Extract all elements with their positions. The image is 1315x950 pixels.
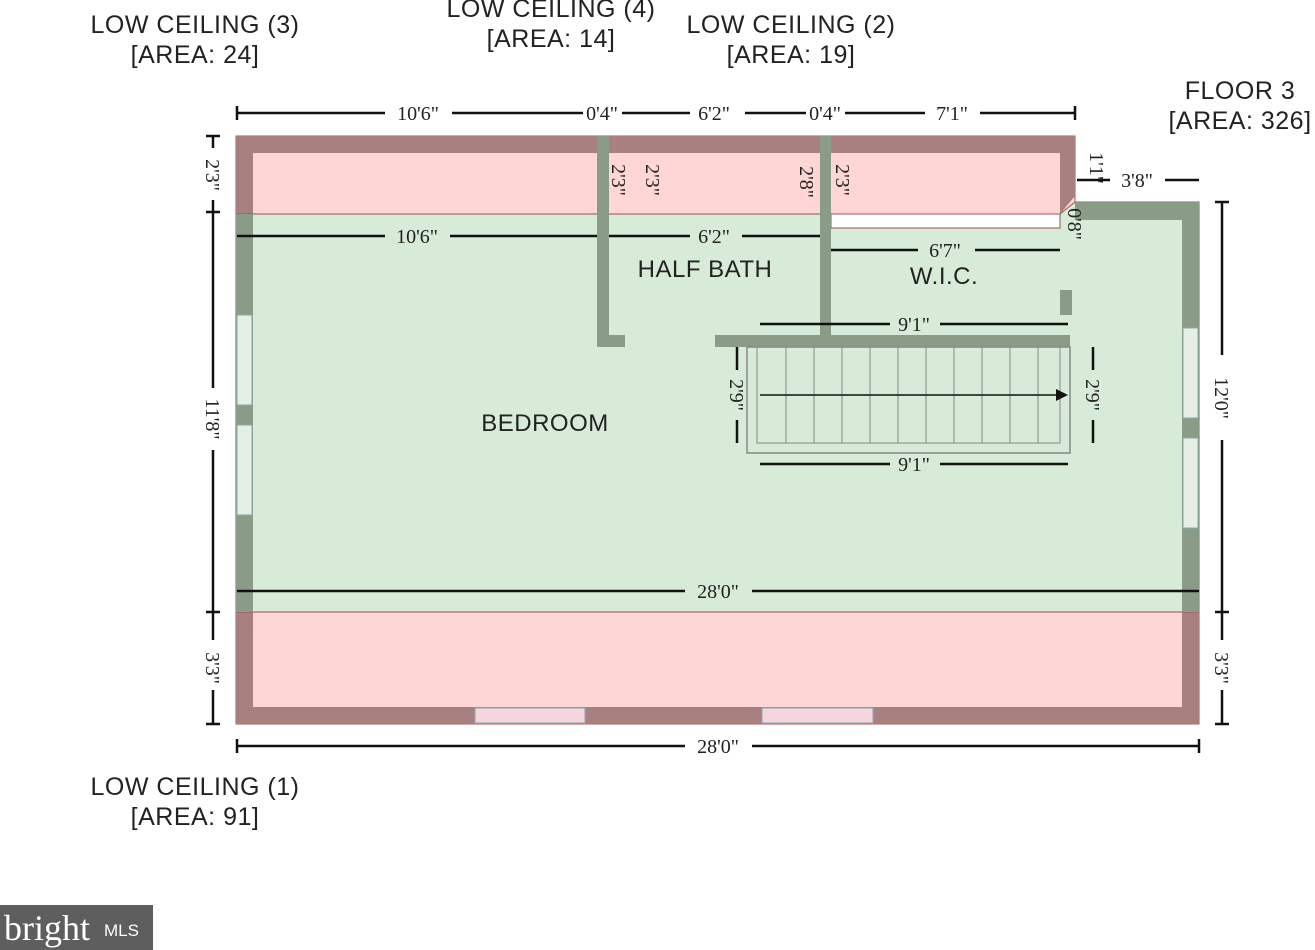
- room-wic: W.I.C.: [910, 263, 978, 290]
- dim-small-5: 3'8": [1121, 170, 1153, 192]
- low-ceiling-1-label: LOW CEILING (1) [AREA: 91]: [80, 772, 310, 832]
- windows: [236, 314, 1199, 724]
- room-bedroom: BEDROOM: [481, 410, 609, 437]
- stair-arrow-icon: [1056, 389, 1068, 401]
- dim-top-3: 6'2": [698, 103, 730, 125]
- dim-second-2: 6'2": [698, 226, 730, 248]
- dim-stairs-right: 2'9": [1081, 379, 1103, 411]
- area-title: LOW CEILING (3): [90, 11, 300, 39]
- dim-stairs-bottom: 9'1": [898, 454, 930, 476]
- window: [236, 314, 253, 406]
- low-ceiling-2-label: LOW CEILING (2) [AREA: 19]: [678, 10, 904, 70]
- dim-width-inner: 28'0": [697, 581, 739, 603]
- area-value: [AREA: 24]: [130, 41, 260, 69]
- dim-small-3: 2'8": [795, 166, 817, 198]
- dim-stairs-left: 2'9": [725, 379, 747, 411]
- dim-small-7: 0'8": [1063, 208, 1085, 240]
- area-title: LOW CEILING (4): [446, 0, 656, 23]
- window: [474, 707, 586, 724]
- dim-left-1: 2'3": [201, 159, 223, 191]
- logo-brand: bright: [4, 908, 90, 948]
- dim-stairs-top: 9'1": [898, 314, 930, 336]
- dimension-lines: [206, 106, 1229, 753]
- dim-right-2: 3'3": [1210, 652, 1232, 684]
- dim-small-4: 2'3": [831, 164, 853, 196]
- dim-top-4: 0'4": [809, 103, 841, 125]
- stairs: [746, 346, 1071, 454]
- dimension-labels: 10'6" 0'4" 6'2" 0'4" 7'1" 10'6" 6'2" 6'7…: [201, 103, 1232, 758]
- area-title: LOW CEILING (2): [686, 11, 896, 39]
- window: [1182, 437, 1199, 529]
- room-half-bath: HALF BATH: [638, 256, 773, 283]
- area-value: [AREA: 19]: [726, 41, 856, 69]
- dim-top-1: 10'6": [397, 103, 439, 125]
- dim-small-1: 2'3": [607, 164, 629, 196]
- area-value: [AREA: 326]: [1168, 107, 1312, 135]
- area-value: [AREA: 91]: [130, 803, 260, 831]
- area-title: FLOOR 3: [1184, 77, 1296, 105]
- dim-top-5: 7'1": [936, 103, 968, 125]
- dim-second-1: 10'6": [396, 226, 438, 248]
- low-ceiling-top-wall: [236, 136, 1075, 214]
- window: [1182, 327, 1199, 419]
- dim-second-3: 6'7": [929, 240, 961, 262]
- dim-left-3: 3'3": [201, 652, 223, 684]
- dim-top-2: 0'4": [586, 103, 618, 125]
- dim-small-2: 2'3": [641, 164, 663, 196]
- window: [761, 707, 874, 724]
- low-ceiling-4-label: LOW CEILING (4) [AREA: 14]: [436, 0, 666, 54]
- dim-small-6: 1'1": [1085, 152, 1107, 184]
- area-title: LOW CEILING (1): [90, 773, 300, 801]
- low-ceiling-3-label: LOW CEILING (3) [AREA: 24]: [80, 10, 310, 70]
- area-value: [AREA: 14]: [486, 25, 616, 53]
- low-ceiling-bottom-wall: [236, 612, 1199, 724]
- window: [236, 424, 253, 516]
- dim-width-bottom: 28'0": [697, 736, 739, 758]
- floor-label: FLOOR 3 [AREA: 326]: [1150, 76, 1315, 136]
- logo-suffix: MLS: [104, 921, 139, 940]
- dim-left-2: 11'8": [201, 398, 223, 439]
- dim-right-1: 12'0": [1210, 377, 1232, 419]
- bright-mls-logo: bright MLS: [0, 905, 153, 950]
